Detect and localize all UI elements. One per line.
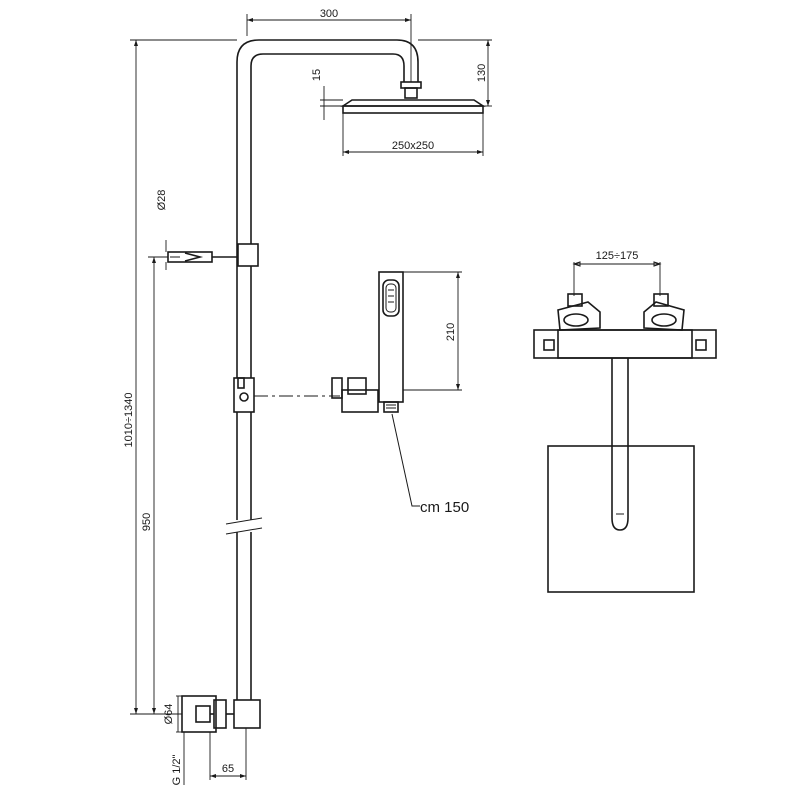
upper-support <box>167 243 259 267</box>
break-mark <box>225 517 263 535</box>
dim-total-height: 1010÷1340 <box>123 393 135 448</box>
shower-riser <box>236 39 419 700</box>
dim-wall-offset: 65 <box>222 763 234 775</box>
dim-hose-length: cm 150 <box>420 499 469 516</box>
dim-head-size: 250x250 <box>392 140 434 152</box>
dimension-labels: 300 130 15 250x250 1010÷1340 Ø28 950 210… <box>123 8 638 785</box>
dim-arm-length: 300 <box>320 8 338 20</box>
dim-inlet-centers: 125÷175 <box>596 250 639 262</box>
slider-holder <box>233 377 340 413</box>
dim-mixer-diameter: Ø64 <box>163 704 175 725</box>
dimension-lines <box>130 14 492 785</box>
thermostatic-mixer <box>533 261 717 593</box>
dim-support-diameter: Ø28 <box>156 190 168 211</box>
dim-handshower-height: 210 <box>445 323 457 341</box>
dim-connection: G 1/2" <box>171 755 183 786</box>
wall-connection <box>181 695 261 733</box>
hand-shower <box>331 271 420 507</box>
shower-head <box>340 81 486 114</box>
dim-mixer-height: 950 <box>141 513 153 531</box>
dim-head-height: 130 <box>476 64 488 82</box>
dim-head-offset: 15 <box>311 69 323 81</box>
